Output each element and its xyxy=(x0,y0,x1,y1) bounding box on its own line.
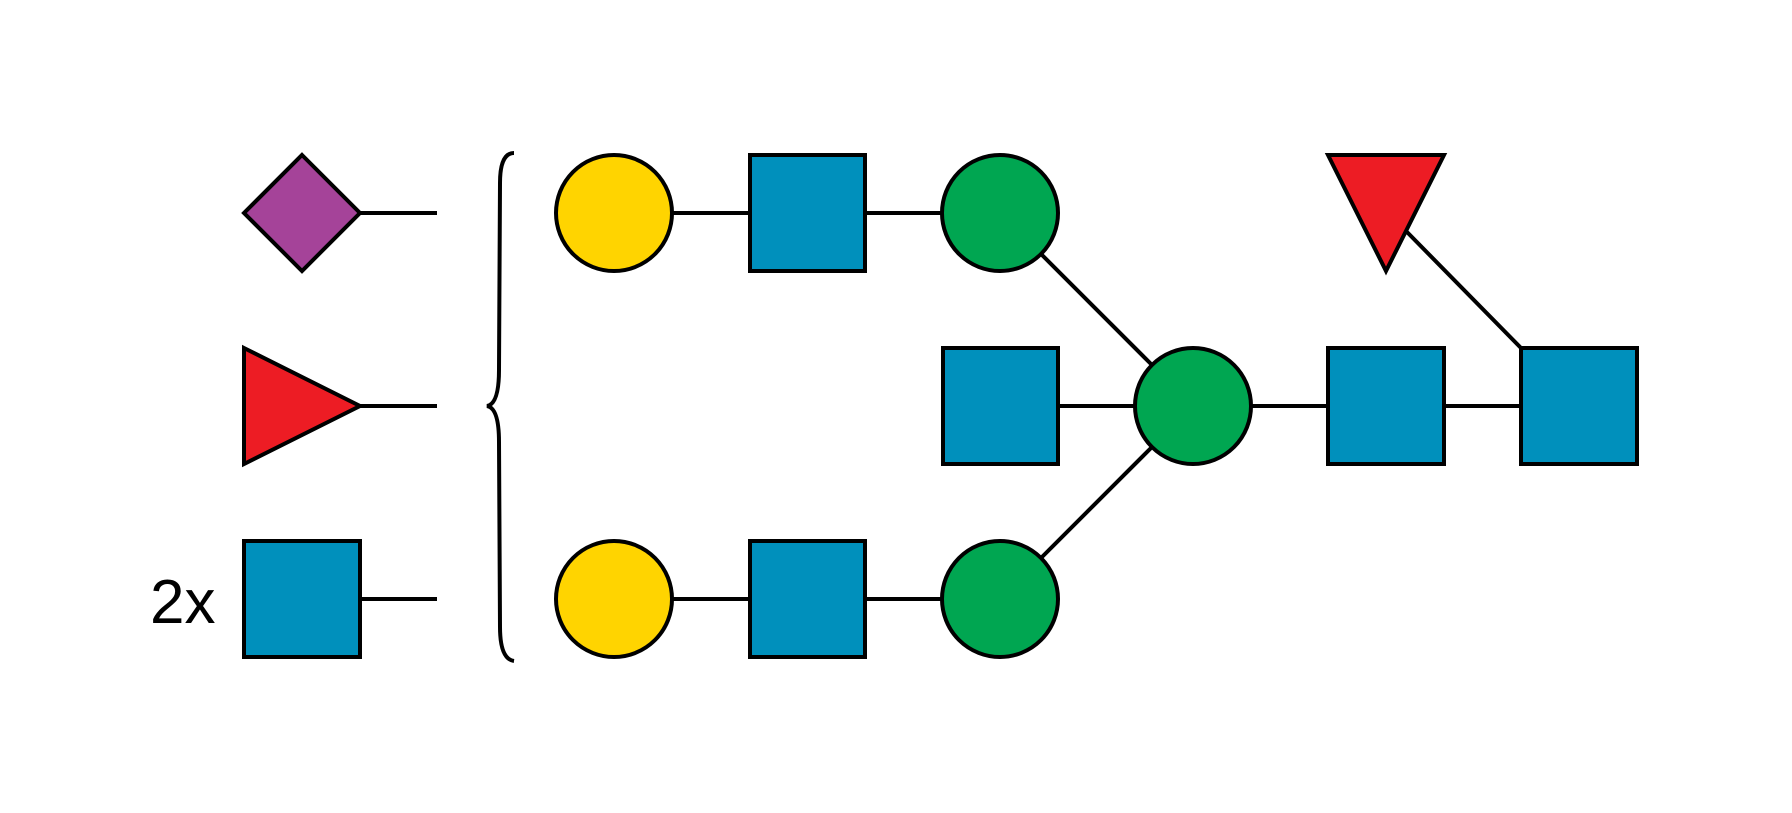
core-glcnac-square-icon xyxy=(1326,346,1446,466)
galactose-circle-icon xyxy=(554,539,674,659)
fucose-core-glcnac-linkage xyxy=(1404,229,1523,350)
galactose-circle-icon xyxy=(554,153,674,273)
upper-antenna xyxy=(554,153,1060,273)
legend-count-label: 2x xyxy=(150,568,215,637)
antenna-brace xyxy=(486,151,515,663)
glcnac-square-icon xyxy=(748,153,867,273)
legend: 2x xyxy=(150,152,365,659)
mannose-circle-icon xyxy=(940,153,1060,273)
lower-man-core-man-linkage xyxy=(1039,445,1154,560)
reducing-end-glcnac-square-icon xyxy=(1519,346,1639,466)
glcnac-square-icon xyxy=(242,539,362,659)
linkage-lines xyxy=(360,211,1523,601)
sialic-acid-diamond-icon xyxy=(241,152,363,274)
fucose-triangle-icon xyxy=(242,344,365,468)
upper-man-core-man-linkage xyxy=(1039,252,1154,367)
core-mannose-circle-icon xyxy=(1133,346,1253,466)
core xyxy=(941,153,1639,466)
bisecting-glcnac-square-icon xyxy=(941,346,1060,466)
lower-antenna xyxy=(554,539,1060,659)
glcnac-square-icon xyxy=(748,539,867,659)
mannose-circle-icon xyxy=(940,539,1060,659)
core-fucose-triangle-icon xyxy=(1324,153,1448,276)
